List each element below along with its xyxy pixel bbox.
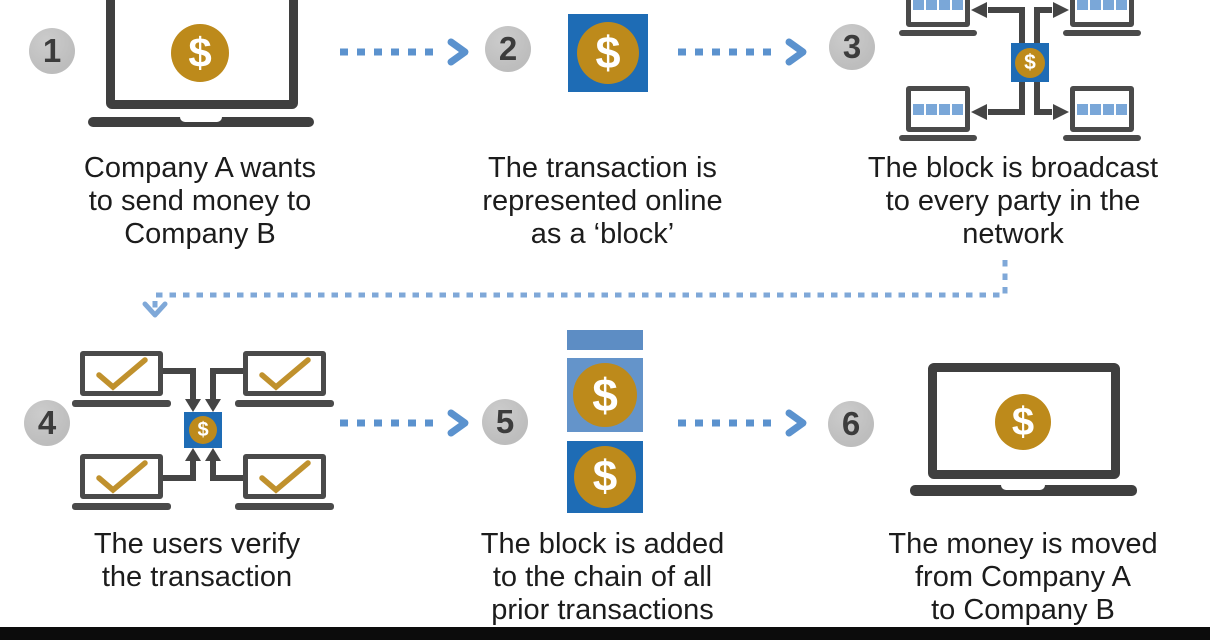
dollar-coin-icon: $: [577, 22, 639, 84]
step-3-caption: The block is broadcast to every party in…: [867, 152, 1159, 250]
arrowhead: [785, 38, 807, 66]
dollar-coin-icon: $: [171, 24, 229, 82]
data-square: [1090, 0, 1101, 10]
dashed-arrow-1-2-icon: [340, 38, 469, 66]
laptop-base: [1063, 135, 1141, 141]
dollar-sign: $: [197, 418, 209, 441]
checkmark-icon: [259, 357, 311, 391]
step-4-caption: The users verify the transaction: [93, 528, 301, 593]
laptop-base: [235, 503, 334, 510]
dashed-arrow-2-3-icon: [678, 38, 807, 66]
step-4-number: 4: [37, 404, 57, 441]
step-5-caption: The block is added to the chain of all p…: [480, 528, 725, 626]
arrowhead: [447, 38, 469, 66]
step-1-caption: Company A wants to send money to Company…: [83, 152, 317, 250]
arrowhead: [447, 409, 469, 437]
step-6-badge: 6: [828, 401, 874, 447]
dollar-sign: $: [1011, 399, 1035, 444]
data-square: [926, 103, 937, 115]
step-2-badge: 2: [485, 26, 531, 72]
dollar-coin-icon: $: [189, 416, 217, 444]
laptop-base: [899, 30, 977, 36]
data-square: [952, 103, 963, 115]
step-3-badge: 3: [829, 24, 875, 70]
dollar-coin-icon: $: [574, 446, 636, 508]
dollar-sign: $: [188, 29, 212, 76]
data-square: [926, 0, 937, 10]
arrowhead: [142, 301, 168, 318]
arrowhead: [785, 409, 807, 437]
dollar-coin-icon: $: [995, 394, 1051, 450]
laptop-base: [1063, 30, 1141, 36]
laptop-base: [899, 135, 977, 141]
step-2-caption: The transaction is represented online as…: [482, 152, 723, 250]
dollar-sign: $: [592, 452, 618, 501]
step-3-number: 3: [842, 28, 862, 65]
laptop-screen: [80, 351, 163, 396]
data-square: [1116, 0, 1127, 10]
dashed-arrow-4-5-icon: [340, 409, 469, 437]
data-square: [913, 103, 924, 115]
data-square: [1077, 0, 1088, 10]
dollar-coin-icon: $: [573, 363, 637, 427]
laptop-screen: [80, 454, 163, 499]
checkmark-icon: [96, 460, 148, 494]
laptop-notch: [180, 117, 222, 122]
laptop-base: [72, 400, 171, 407]
dash-line: [152, 260, 1008, 308]
step-1-badge: 1: [29, 28, 75, 74]
data-square: [939, 0, 950, 10]
data-square: [1077, 103, 1088, 115]
dollar-sign: $: [1024, 51, 1036, 74]
checkmark-icon: [96, 357, 148, 391]
footer-bar: [0, 627, 1210, 640]
step-5-badge: 5: [482, 399, 528, 445]
chain-partial-block: [567, 330, 643, 350]
data-square: [1103, 103, 1114, 115]
step-6-number: 6: [841, 405, 861, 442]
dollar-sign: $: [595, 27, 621, 78]
laptop-base: [235, 400, 334, 407]
dashed-arrow-5-6-icon: [678, 409, 807, 437]
step-1-number: 1: [42, 32, 62, 69]
laptop-screen: [1070, 0, 1134, 27]
data-square: [1090, 103, 1101, 115]
laptop-base: [72, 503, 171, 510]
laptop-screen: [1070, 86, 1134, 132]
laptop-screen: [906, 86, 970, 132]
data-square: [1116, 103, 1127, 115]
laptop-screen: [243, 454, 326, 499]
data-square: [952, 0, 963, 10]
dollar-coin-icon: $: [1015, 48, 1045, 78]
step-2-number: 2: [498, 30, 518, 67]
laptop-screen: [906, 0, 970, 27]
data-square: [913, 0, 924, 10]
laptop-base: [910, 485, 1137, 496]
data-square: [939, 103, 950, 115]
laptop-screen: [243, 351, 326, 396]
step-4-badge: 4: [24, 400, 70, 446]
laptop-notch: [1001, 485, 1045, 490]
data-square: [1103, 0, 1114, 10]
dashed-connector-3-4-icon: [142, 260, 1008, 318]
checkmark-icon: [259, 460, 311, 494]
dollar-sign: $: [592, 369, 618, 421]
step-6-caption: The money is moved from Company A to Com…: [888, 528, 1158, 626]
laptop-base: [88, 117, 314, 127]
step-5-number: 5: [495, 403, 515, 440]
